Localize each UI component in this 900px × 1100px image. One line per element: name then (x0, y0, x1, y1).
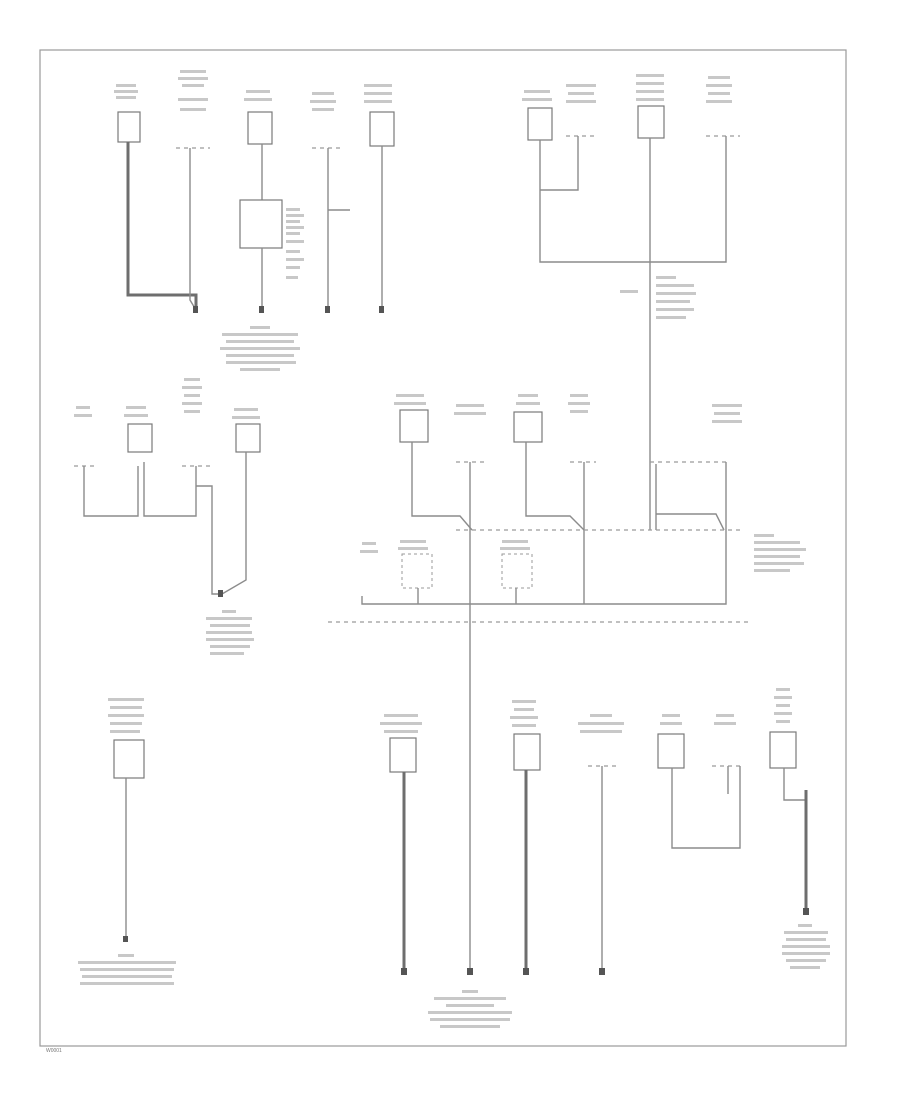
ground-group-bottom-left (78, 698, 176, 985)
component-bc-3 (578, 714, 624, 767)
component-br-2 (712, 714, 742, 767)
ground-group-bottom-right (657, 688, 830, 969)
component-ml-2 (124, 406, 153, 453)
ground-label-tl (220, 326, 300, 371)
ground-terminal-tl-2 (259, 306, 264, 313)
component-c-2 (454, 404, 486, 463)
wire-tr-1 (539, 136, 727, 263)
ground-label-br (782, 924, 830, 969)
wire-ml-1 (83, 466, 139, 517)
ground-terminal-bc-3 (523, 968, 529, 975)
ground-terminal-br (803, 908, 809, 915)
ground-group-top-right (522, 74, 740, 530)
component-br-3 (769, 688, 797, 769)
component-top-right-2 (566, 84, 596, 137)
ground-label-tr (620, 276, 696, 319)
ground-label-bl (78, 954, 176, 985)
ground-terminal-bc-4 (599, 968, 605, 975)
ground-terminal-bc-1 (401, 968, 407, 975)
component-c-5 (650, 404, 742, 463)
wire-c-6 (655, 464, 725, 531)
ground-terminal-tl-1 (193, 306, 198, 313)
ground-group-top-left (114, 70, 395, 371)
splice-module (239, 199, 283, 249)
wire-ml-2 (143, 462, 197, 517)
component-bl-1 (108, 698, 145, 779)
ground-terminal-ml (218, 590, 223, 597)
component-c-switch-2 (398, 540, 433, 589)
splice-module-text (286, 208, 304, 279)
ground-terminal-bl (123, 936, 128, 942)
component-bc-1 (380, 714, 422, 773)
component-br-1 (657, 714, 685, 769)
wire-tl-2 (189, 148, 197, 311)
component-c-switch-3 (500, 540, 533, 589)
ground-terminal-bc-2 (467, 968, 473, 975)
wire-c-3 (525, 442, 585, 531)
component-top-right-3 (636, 74, 665, 139)
component-c-1 (394, 394, 429, 443)
ground-label-bc (428, 990, 512, 1028)
diagram-frame (39, 49, 847, 1047)
ground-group-bottom-center (380, 620, 624, 1028)
reference-code: W0001 (46, 1048, 62, 1054)
wire-c-5 (361, 462, 727, 605)
component-top-left-4 (310, 92, 344, 149)
component-top-left-5 (364, 84, 395, 147)
component-c-switch-1 (360, 542, 378, 553)
component-top-left-3 (244, 90, 273, 145)
component-top-left-2 (176, 70, 210, 149)
ground-group-middle-left (74, 378, 261, 655)
component-bc-2 (510, 700, 541, 771)
component-ml-4 (232, 408, 261, 453)
wire-c-1 (411, 442, 473, 531)
component-top-right-1 (522, 90, 553, 141)
ground-label-c-right (754, 534, 806, 572)
component-ml-3 (182, 378, 210, 467)
wire-br-1 (671, 766, 741, 849)
component-ml-1 (74, 406, 96, 467)
wire-tr-2 (540, 136, 579, 191)
ground-terminal-tl-3 (325, 306, 330, 313)
component-top-right-4 (706, 76, 740, 137)
wire-br-3 (783, 768, 806, 801)
wire-ml-4 (221, 452, 247, 595)
ground-group-center (328, 394, 806, 623)
component-top-left-1 (114, 84, 141, 143)
ground-terminal-tl-4 (379, 306, 384, 313)
component-c-4 (568, 394, 596, 463)
wire-ml-3 (196, 485, 223, 595)
component-c-3 (513, 394, 543, 443)
ground-label-ml (206, 610, 254, 655)
wire-tl-1 (126, 142, 198, 310)
